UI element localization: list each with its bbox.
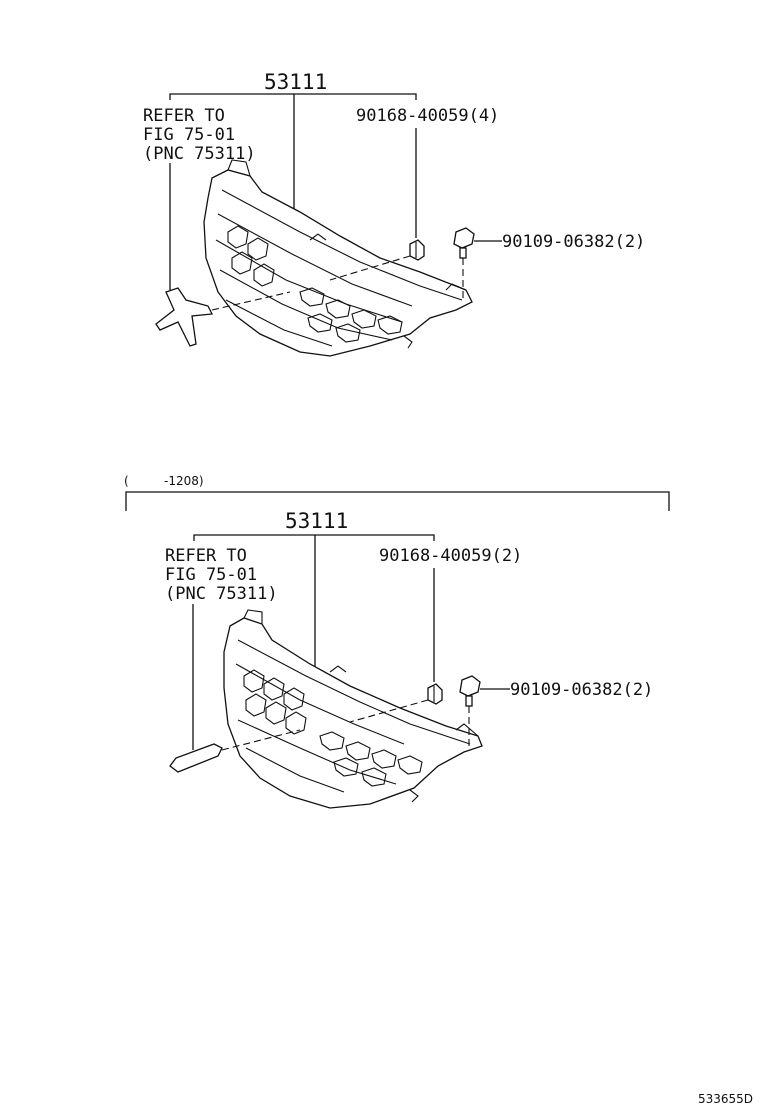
bottom-range-bracket: [125, 491, 670, 511]
bottom-refer-line-2[interactable]: FIG 75-01: [165, 565, 257, 585]
bottom-clip-part-number[interactable]: 90168-40059(2): [379, 546, 522, 566]
bottom-main-bracket: [193, 534, 435, 541]
top-refer-line-1: REFER TO: [143, 106, 225, 126]
top-refer-line-3[interactable]: (PNC 75311): [143, 144, 256, 164]
top-main-bracket: [169, 93, 417, 100]
top-emblem[interactable]: [155, 287, 214, 347]
bottom-emblem-dash: [221, 729, 301, 751]
bottom-screw-part-number[interactable]: 90109-06382(2): [510, 680, 653, 700]
top-emblem-dash: [211, 291, 291, 311]
top-clip-part-number[interactable]: 90168-40059(4): [356, 106, 499, 126]
section-bottom: ( -1208) 53111 REFER TO FIG 75-01 (PNC 7…: [124, 474, 670, 809]
top-main-part-number[interactable]: 53111: [264, 70, 327, 94]
top-refer-line-2[interactable]: FIG 75-01: [143, 125, 235, 145]
diagram-id: 533655D: [698, 1092, 753, 1106]
bottom-refer-line-3[interactable]: (PNC 75311): [165, 584, 278, 604]
bottom-emblem[interactable]: [169, 743, 223, 773]
bottom-radiator-grille[interactable]: [223, 609, 483, 809]
bottom-refer-line-1: REFER TO: [165, 546, 247, 566]
bottom-range-value: -1208): [164, 474, 204, 488]
bottom-clip-dash: [349, 699, 429, 723]
top-screw[interactable]: [453, 227, 475, 259]
top-radiator-grille[interactable]: [203, 159, 473, 357]
top-clip-dash: [329, 255, 411, 281]
bottom-screw[interactable]: [459, 675, 481, 707]
bottom-main-part-number[interactable]: 53111: [285, 509, 348, 533]
bottom-clip[interactable]: [427, 683, 443, 705]
bottom-range-open: (: [124, 474, 129, 488]
top-screw-part-number[interactable]: 90109-06382(2): [502, 232, 645, 252]
section-top: 53111 REFER TO FIG 75-01 (PNC 75311) 901…: [143, 70, 645, 357]
top-clip[interactable]: [409, 239, 425, 261]
